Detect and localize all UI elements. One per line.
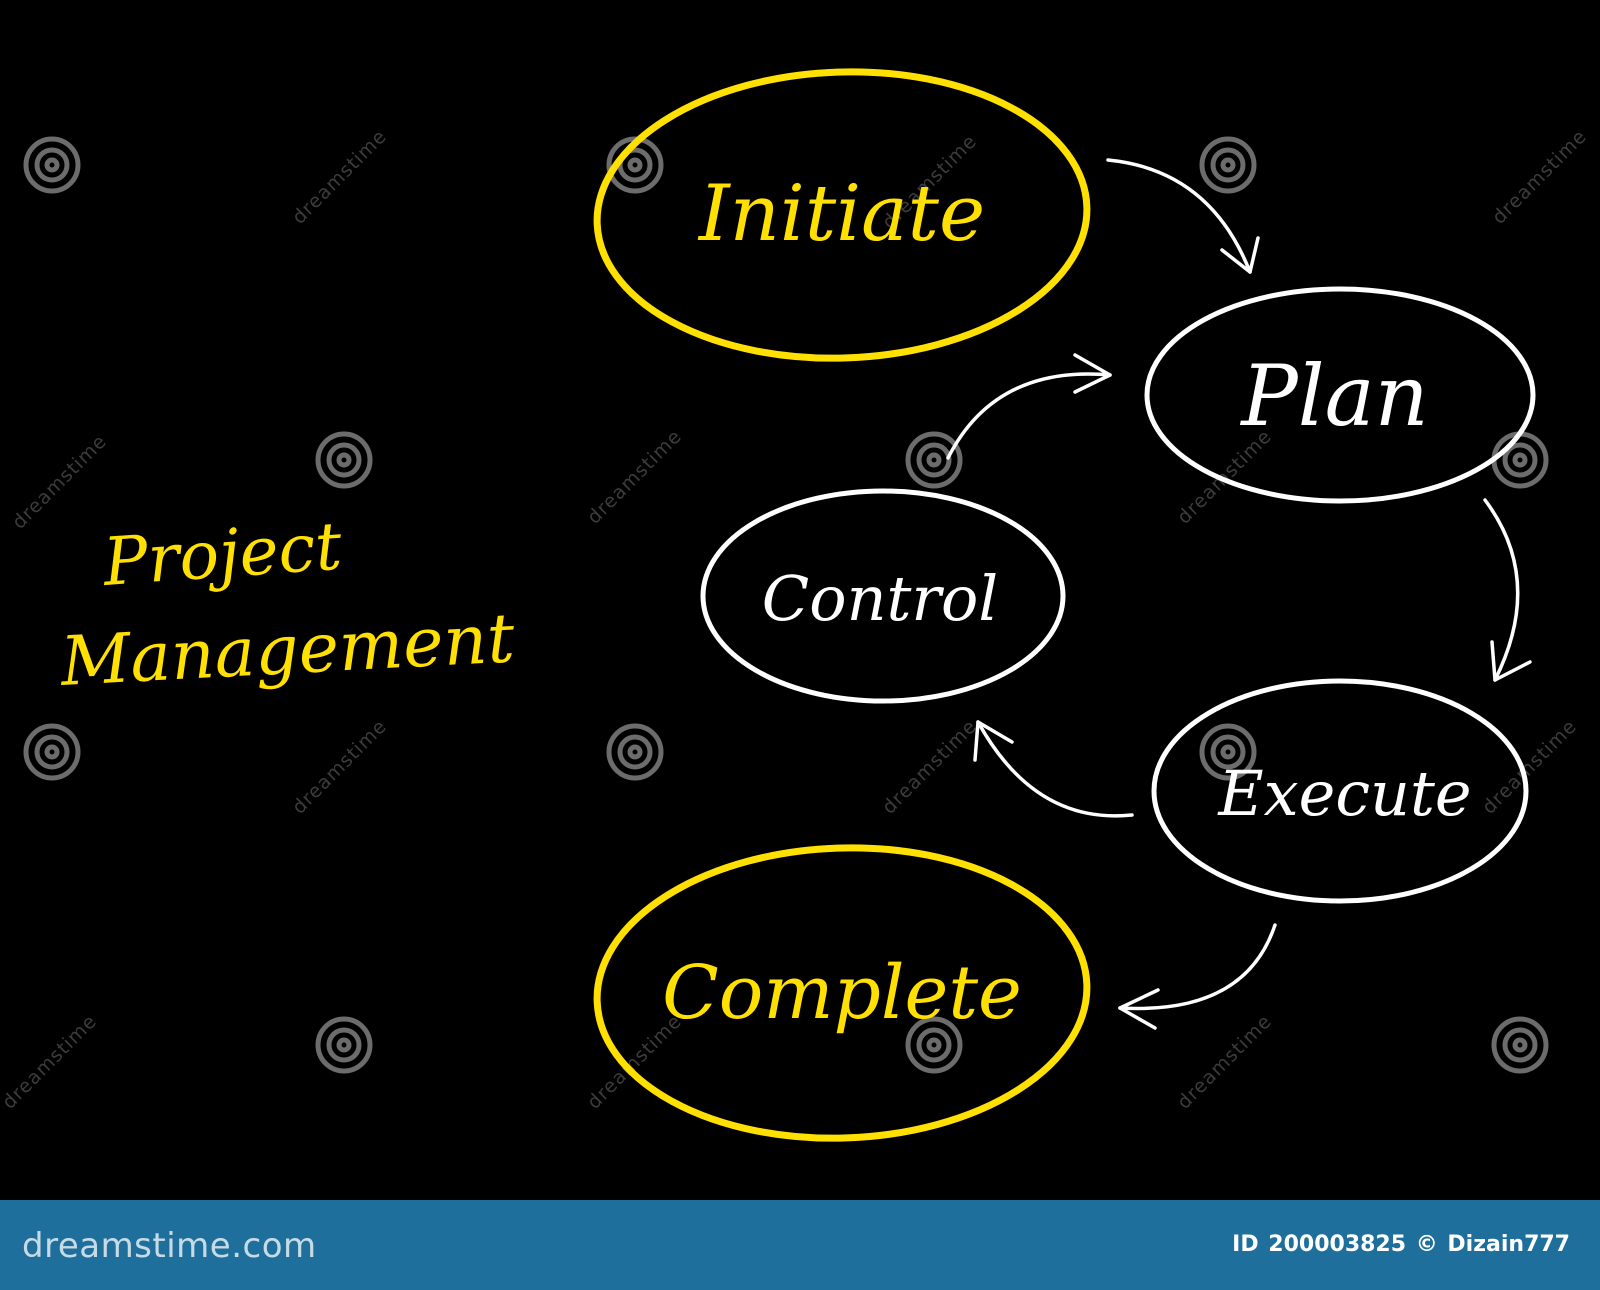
watermark-swirl-icon xyxy=(315,431,373,489)
edge-execute-to-complete xyxy=(1118,923,1277,1030)
node-execute-outline xyxy=(1151,678,1529,904)
edge-initiate-to-plan xyxy=(1106,158,1260,274)
watermark-text: dreamstime xyxy=(1488,125,1591,228)
watermark-swirl-icon xyxy=(23,136,81,194)
node-plan: Plan xyxy=(1144,286,1536,504)
node-control-label: Control xyxy=(762,562,998,635)
watermark-swirl-icon xyxy=(1199,723,1257,781)
edge-execute-to-control xyxy=(973,720,1134,818)
title-line-1: Project xyxy=(100,507,345,601)
node-execute-label: Execute xyxy=(1217,757,1471,830)
footer-author: Dizain777 xyxy=(1447,1232,1570,1257)
flow-diagram: dreamstime dreamstime dreamstime dreamst… xyxy=(0,68,1591,1142)
footer-bar: dreamstime.com ID 200003825 © Dizain777 xyxy=(0,1200,1600,1290)
edge-plan-to-execute xyxy=(1483,498,1532,682)
footer-credit: ID 200003825 © Dizain777 xyxy=(1230,1232,1570,1257)
diagram-title: Project Management xyxy=(57,507,517,702)
node-initiate-outline xyxy=(593,68,1091,362)
watermark-text: dreamstime xyxy=(8,430,111,533)
footer-id-label: ID xyxy=(1232,1232,1259,1257)
watermark-swirl-icon xyxy=(606,723,664,781)
watermark-text: dreamstime xyxy=(1173,1010,1276,1113)
node-plan-label: Plan xyxy=(1239,347,1429,445)
node-control: Control xyxy=(700,488,1066,704)
node-plan-outline xyxy=(1144,286,1536,504)
watermark-text: dreamstime xyxy=(288,715,391,818)
node-complete-label: Complete xyxy=(662,950,1022,1036)
watermark-text: dreamstime xyxy=(583,425,686,528)
watermark-text: dreamstime xyxy=(288,125,391,228)
node-initiate: Initiate xyxy=(593,68,1091,362)
watermark-text: dreamstime xyxy=(878,715,981,818)
footer-id-value: 200003825 xyxy=(1268,1232,1407,1257)
watermark-swirl-icon xyxy=(23,723,81,781)
copyright-icon: © xyxy=(1415,1232,1438,1257)
watermark-swirl-icon xyxy=(1199,136,1257,194)
footer-brand: dreamstime.com xyxy=(22,1226,317,1266)
title-line-2: Management xyxy=(57,599,517,702)
node-complete: Complete xyxy=(593,844,1091,1142)
node-complete-outline xyxy=(593,844,1091,1142)
node-control-outline xyxy=(700,488,1066,704)
edge-control-to-plan xyxy=(946,353,1112,460)
watermark-swirl-icon xyxy=(1491,1016,1549,1074)
node-initiate-label: Initiate xyxy=(697,169,985,259)
watermark-text: dreamstime xyxy=(0,1010,101,1113)
watermark-swirl-icon xyxy=(905,1016,963,1074)
watermark-swirl-icon xyxy=(1491,431,1549,489)
watermark-swirl-icon xyxy=(315,1016,373,1074)
watermark-swirl-icon xyxy=(905,431,963,489)
node-execute: Execute xyxy=(1151,678,1529,904)
